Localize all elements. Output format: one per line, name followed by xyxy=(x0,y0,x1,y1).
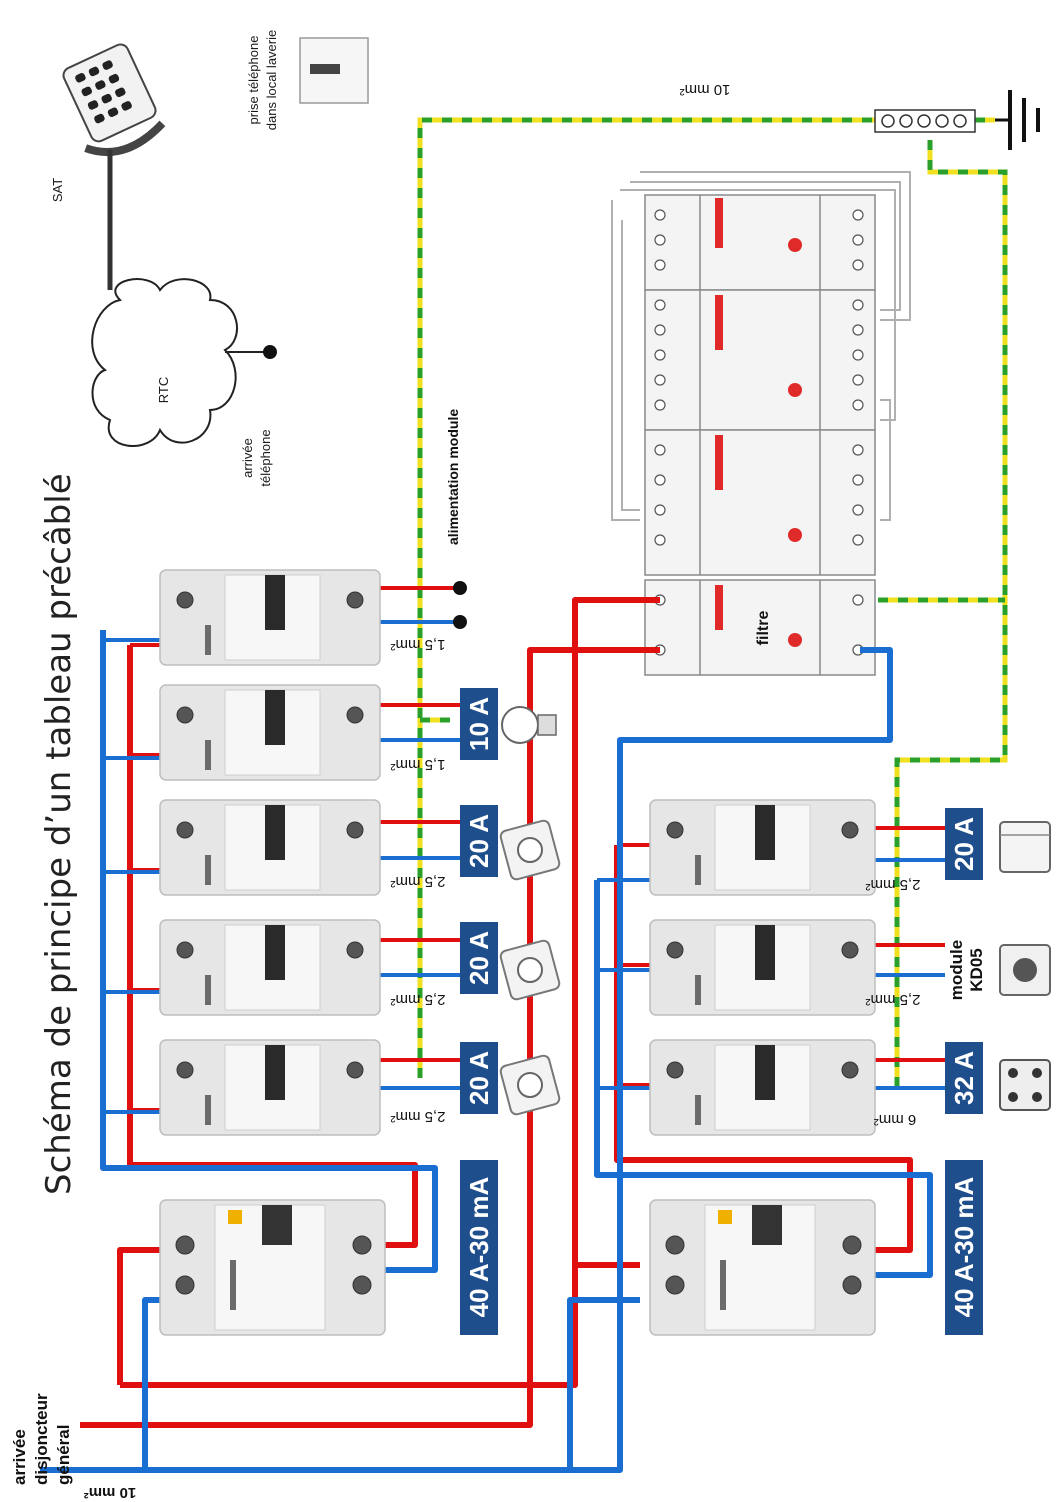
breaker-g2-3 xyxy=(649,799,876,896)
earth-conductor xyxy=(417,117,1008,1090)
breaker-g1-3 xyxy=(159,799,381,896)
svg-text:40 A-30 mA: 40 A-30 mA xyxy=(949,1176,979,1317)
section-g1-3: 2,5 mm² xyxy=(390,873,445,890)
filter-module: filtre xyxy=(644,579,876,676)
rcd-1 xyxy=(159,1199,386,1336)
breaker-g1-5 xyxy=(159,569,381,666)
neutral-wires xyxy=(40,620,945,1473)
section-g2-3: 2,5 mm² xyxy=(865,876,920,893)
svg-text:32 A: 32 A xyxy=(949,1051,979,1105)
rating-box-g1-2: 20 A xyxy=(460,922,498,994)
phone-socket-icon xyxy=(299,37,369,104)
rating-box-rcd-2: 40 A-30 mA xyxy=(945,1160,983,1335)
earth-cable-label: 10 mm² xyxy=(680,81,731,98)
module-label-line1: module xyxy=(947,940,966,1000)
module-2 xyxy=(644,289,876,431)
section-g1-5: 1,5 mm² xyxy=(390,636,445,653)
junction-box-icon xyxy=(999,821,1051,873)
breaker-g2-2 xyxy=(649,919,876,1016)
rating-box-rcd-1: 40 A-30 mA xyxy=(460,1160,498,1335)
telephone-handset-icon xyxy=(62,43,166,157)
device-label: SAT xyxy=(50,178,65,202)
filter-label: filtre xyxy=(755,611,772,646)
section-g1-2: 2,5 mm² xyxy=(390,991,445,1008)
telephone-arrival-line1: arrivée xyxy=(240,438,255,478)
supply-dot-phase xyxy=(453,581,467,595)
module-socket-icon xyxy=(999,944,1051,996)
gray-module-wiring xyxy=(611,171,911,521)
socket-icon xyxy=(499,1054,561,1116)
section-g1-1: 2,5 mm² xyxy=(390,1108,445,1125)
ground-symbol-icon xyxy=(995,90,1040,150)
svg-text:40 A-30 mA: 40 A-30 mA xyxy=(464,1176,494,1317)
incoming-label-line2: disjoncteur xyxy=(32,1393,51,1485)
telephone-arrival-dot xyxy=(263,345,277,359)
rtc-cloud-icon xyxy=(91,278,238,447)
module-3 xyxy=(644,429,876,576)
breaker-g1-4 xyxy=(159,684,381,781)
incoming-label-line3: général xyxy=(54,1425,73,1485)
breaker-g2-1 xyxy=(649,1039,876,1136)
module-1 xyxy=(644,194,876,291)
module-label-line2: KD05 xyxy=(967,948,986,991)
diagram-title: Schéma de principe d’un tableau précâblé xyxy=(39,473,79,1195)
rating-box-g2-3: 20 A xyxy=(945,808,983,880)
phone-socket-label-line1: prise téléphone xyxy=(246,36,261,125)
alimentation-label: alimentation module xyxy=(445,409,461,545)
breaker-g1-1 xyxy=(159,1039,381,1136)
light-bulb-icon xyxy=(501,706,557,744)
svg-text:20 A: 20 A xyxy=(464,814,494,868)
earth-terminal-block xyxy=(874,109,976,133)
cooktop-icon xyxy=(999,1059,1051,1111)
rating-box-g1-1: 20 A xyxy=(460,1042,498,1114)
socket-icon xyxy=(499,819,561,881)
telephone-arrival-line2: téléphone xyxy=(258,429,273,486)
rtc-label: RTC xyxy=(156,377,171,403)
incoming-cable-label: 10 mm² xyxy=(84,1484,137,1501)
rating-box-g2-1: 32 A xyxy=(945,1042,983,1114)
incoming-label-line1: arrivée xyxy=(10,1429,29,1485)
section-g2-1: 6 mm² xyxy=(874,1111,917,1128)
svg-text:20 A: 20 A xyxy=(949,817,979,871)
section-g1-4: 1,5 mm² xyxy=(390,756,445,773)
socket-icon xyxy=(499,939,561,1001)
svg-text:10 A: 10 A xyxy=(464,697,494,751)
svg-text:20 A: 20 A xyxy=(464,931,494,985)
svg-text:20 A: 20 A xyxy=(464,1051,494,1105)
breaker-g1-2 xyxy=(159,919,381,1016)
supply-dot-neutral xyxy=(453,615,467,629)
section-g2-2: 2,5 mm² xyxy=(865,991,920,1008)
rating-box-g1-3: 20 A xyxy=(460,805,498,877)
rating-box-g1-4: 10 A xyxy=(460,688,498,760)
rcd-2 xyxy=(649,1199,876,1336)
phone-socket-label-line2: dans local laverie xyxy=(264,30,279,130)
